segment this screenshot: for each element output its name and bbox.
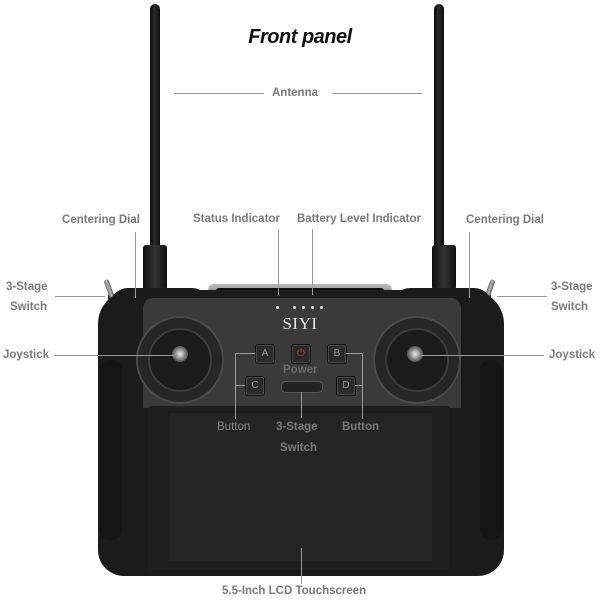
centering-dial-right-leader: [469, 232, 470, 298]
center-switch-label-2: Switch: [280, 442, 318, 454]
battery-level-indicator-label: Battery Level Indicator: [297, 213, 421, 225]
left-antenna: [150, 4, 160, 286]
power-icon: ⏻: [297, 348, 305, 359]
button-right-leader-h1: [346, 353, 362, 354]
left-grip: [100, 360, 122, 540]
right-joystick[interactable]: [407, 346, 423, 362]
battery-led-3: [311, 306, 314, 309]
antenna-label: Antenna: [272, 87, 318, 99]
centering-dial-left-leader: [135, 232, 136, 298]
button-right-label: Button: [342, 421, 380, 433]
battery-led-4: [320, 306, 323, 309]
battery-led-1: [293, 306, 296, 309]
status-indicator-leader: [278, 229, 279, 295]
button-left-leader-h2: [235, 385, 245, 386]
center-3-stage-switch[interactable]: [281, 381, 323, 393]
right-antenna: [434, 4, 444, 286]
status-indicator-label: Status Indicator: [193, 213, 280, 225]
centering-dial-left-label: Centering Dial: [62, 214, 140, 226]
joystick-left-leader: [54, 355, 178, 356]
touchscreen-label: 5.5-Inch LCD Touchscreen: [222, 585, 367, 597]
three-stage-switch-right-leader: [497, 296, 547, 297]
button-a[interactable]: A: [255, 344, 275, 364]
button-d[interactable]: D: [336, 376, 356, 396]
center-switch-label-1: 3-Stage: [276, 421, 318, 433]
button-right-leader-h2: [355, 385, 362, 386]
button-left-leader-h1: [235, 353, 255, 354]
centering-dial-right-label: Centering Dial: [466, 214, 544, 226]
lcd-display-area: [170, 413, 432, 561]
left-joystick[interactable]: [172, 346, 188, 362]
power-label: Power: [283, 364, 318, 376]
three-stage-switch-left-leader: [55, 296, 105, 297]
button-right-leader-v: [362, 353, 363, 419]
button-c[interactable]: C: [245, 376, 265, 396]
right-antenna-base: [432, 245, 456, 290]
power-button[interactable]: ⏻: [291, 344, 311, 364]
three-stage-switch-left-label-2: Switch: [10, 301, 48, 313]
antenna-leader-right: [332, 93, 422, 94]
button-left-leader-v: [235, 353, 236, 419]
three-stage-switch-right-label-1: 3-Stage: [551, 281, 593, 293]
center-switch-leader: [301, 392, 302, 418]
three-stage-switch-left-label-1: 3-Stage: [6, 281, 48, 293]
joystick-right-label: Joystick: [549, 349, 596, 361]
page-title: Front panel: [248, 26, 352, 48]
button-left-label: Button: [217, 421, 251, 433]
antenna-leader-left: [174, 93, 264, 94]
three-stage-switch-right-label-2: Switch: [551, 301, 589, 313]
touchscreen-leader: [301, 548, 302, 584]
button-b[interactable]: B: [327, 344, 347, 364]
battery-level-indicator-leader: [312, 229, 313, 295]
brand-logo: SIYI: [282, 314, 318, 333]
right-joystick-ring: [385, 328, 449, 392]
left-antenna-base: [143, 245, 167, 290]
battery-led-2: [302, 306, 305, 309]
right-grip: [480, 360, 502, 540]
joystick-left-label: Joystick: [3, 349, 50, 361]
joystick-right-leader: [420, 355, 544, 356]
status-indicator-led: [276, 306, 279, 309]
